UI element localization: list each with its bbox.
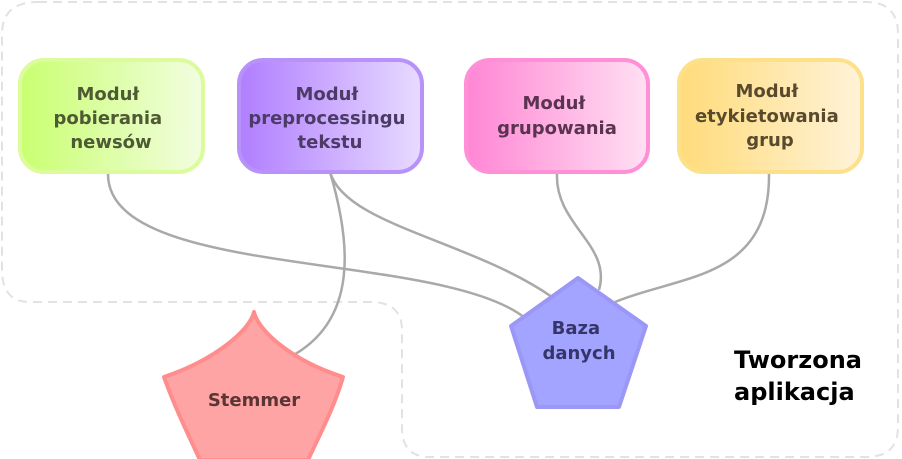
database-line-2: danych	[542, 343, 615, 364]
module-preprocessing[interactable]: Moduł preprocessingu tekstu	[237, 58, 424, 174]
application-title-line-1: Tworzona	[734, 346, 862, 374]
connector-preprocessing-database	[328, 171, 553, 299]
svg-text:Moduł etykietowania: Moduł etykietowania grup	[695, 81, 845, 151]
module-preprocessing-line-1: Moduł	[296, 84, 360, 105]
module-news[interactable]: Moduł pobierania newsów	[18, 58, 205, 174]
stemmer-label: Stemmer	[208, 390, 300, 411]
application-title-line-2: aplikacja	[734, 378, 855, 406]
module-preprocessing-line-2: preprocessingu	[248, 108, 405, 129]
module-grouping-line-2: grupowania	[497, 118, 617, 139]
module-news-line-1: Moduł	[77, 84, 141, 105]
svg-text:Moduł grupowania: Moduł grupowania	[497, 93, 617, 139]
connector-grouping-database	[555, 173, 603, 291]
module-labeling[interactable]: Moduł etykietowania grup	[677, 58, 864, 174]
svg-text:Baza danych: Baza danych	[542, 318, 615, 364]
module-labeling-line-3: grup	[746, 130, 794, 151]
connectors	[106, 171, 771, 359]
module-news-line-2: pobierania	[54, 108, 163, 129]
stemmer-node[interactable]: Stemmer	[162, 310, 345, 459]
svg-text:Moduł pobierania n: Moduł pobierania newsów	[54, 84, 169, 153]
connector-news-database	[106, 173, 526, 319]
svg-text:Moduł preprocessingu: Moduł preprocessingu tekstu	[248, 84, 411, 153]
module-news-line-3: newsów	[70, 132, 151, 153]
application-title: Tworzona aplikacja	[734, 346, 870, 406]
database-line-1: Baza	[552, 318, 601, 339]
module-labeling-line-2: etykietowania	[695, 106, 839, 127]
database-node[interactable]: Baza danych	[509, 276, 648, 409]
module-grouping[interactable]: Moduł grupowania	[464, 58, 650, 174]
module-labeling-line-1: Moduł	[736, 81, 800, 102]
module-preprocessing-line-3: tekstu	[298, 132, 363, 153]
connector-preprocessing-stemmer	[289, 171, 346, 359]
module-grouping-line-1: Moduł	[523, 93, 587, 114]
connector-labeling-database	[614, 173, 771, 304]
